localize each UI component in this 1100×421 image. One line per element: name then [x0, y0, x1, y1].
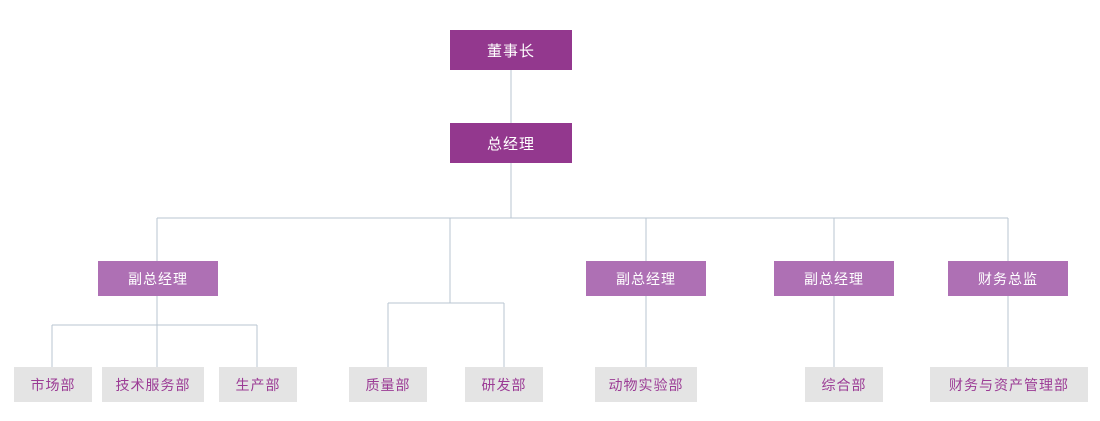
org-node-n5[interactable]: 副总经理 — [774, 261, 894, 296]
org-node-n4[interactable]: 副总经理 — [586, 261, 706, 296]
org-node-n13[interactable]: 综合部 — [805, 367, 883, 402]
org-node-n10[interactable]: 质量部 — [349, 367, 427, 402]
org-node-n2[interactable]: 总经理 — [450, 123, 572, 163]
org-node-n9[interactable]: 生产部 — [219, 367, 297, 402]
org-node-n1[interactable]: 董事长 — [450, 30, 572, 70]
org-node-n11[interactable]: 研发部 — [465, 367, 543, 402]
org-node-n14[interactable]: 财务与资产管理部 — [930, 367, 1088, 402]
org-node-n12[interactable]: 动物实验部 — [595, 367, 697, 402]
org-node-n3[interactable]: 副总经理 — [98, 261, 218, 296]
org-node-n7[interactable]: 市场部 — [14, 367, 92, 402]
org-node-n8[interactable]: 技术服务部 — [102, 367, 204, 402]
org-node-n6[interactable]: 财务总监 — [948, 261, 1068, 296]
